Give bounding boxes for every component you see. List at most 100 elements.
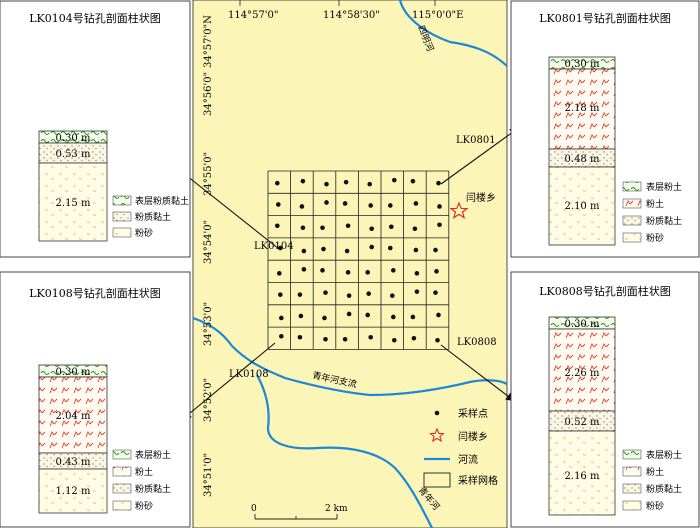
sample-point: [365, 312, 371, 318]
sample-point: [342, 336, 348, 342]
legend-label: 粉质黏土: [646, 483, 682, 495]
legend-label: 粉土: [646, 466, 664, 478]
legend-label: 粉质黏土: [646, 215, 682, 227]
arrow-lk0108: [182, 342, 276, 420]
legend-label: 表层粉土: [646, 181, 682, 193]
sample-point: [277, 271, 282, 276]
map-area: 闫楼乡 114°57'0" 114°58'30" 115°0'0"E 34°57…: [180, 0, 519, 528]
lat-label: 34°55'0": [203, 152, 214, 196]
sample-point: [413, 201, 419, 206]
sample-point: [276, 202, 281, 207]
legend-label: 粉土: [646, 198, 664, 210]
arrow-lk0801: [440, 127, 519, 185]
panel-title: LK0801号钻孔剖面柱状图: [539, 11, 671, 25]
borehole-label-lk0808: LK0808: [457, 337, 497, 348]
sample-point: [297, 292, 303, 297]
lon-label: 114°57'0": [228, 10, 279, 21]
legend-label: 表层粉土: [646, 449, 682, 461]
sample-point: [412, 226, 418, 232]
sample-point: [321, 246, 326, 252]
legend-label: 粉砂: [135, 227, 153, 239]
layer-thickness: 2.10 m: [565, 201, 600, 212]
town-label: 闫楼乡: [466, 191, 496, 204]
sample-point: [433, 247, 438, 253]
sample-point: [298, 313, 304, 319]
legend-label: 表层粉土: [135, 449, 171, 461]
sample-point: [366, 291, 372, 296]
dot-icon: [434, 410, 440, 416]
layer-thickness: 0.48 m: [565, 154, 600, 165]
sample-point: [301, 248, 307, 254]
sample-point: [346, 293, 352, 298]
qingnian-river: [256, 374, 433, 528]
grid-cell-icon: [423, 472, 451, 488]
sample-point: [299, 204, 305, 209]
lon-label: 115°0'0"E: [412, 10, 463, 21]
panel-title: LK0108号钻孔剖面柱状图: [29, 286, 161, 300]
sample-point: [389, 224, 394, 230]
layer-thickness: 0.30 m: [56, 367, 91, 378]
sample-point: [345, 270, 351, 275]
sample-point: [346, 311, 352, 317]
legend-label: 粉质黏土: [135, 483, 171, 495]
sample-point: [436, 180, 441, 186]
layer-thickness: 0.30 m: [565, 319, 600, 330]
scale-start-label: 0: [251, 504, 257, 514]
sample-point: [345, 223, 351, 229]
sample-point: [278, 245, 283, 251]
sample-point: [279, 315, 284, 321]
layer-thickness: 2.26 m: [565, 368, 600, 379]
sample-point: [410, 178, 416, 184]
sample-point: [323, 290, 328, 295]
sample-point: [367, 181, 373, 187]
sample-point: [324, 200, 329, 205]
layer-thickness: 0.30 m: [565, 59, 600, 70]
scale-bar: 0 2 km: [251, 504, 348, 520]
sample-point: [388, 203, 393, 208]
legend-label: 粉砂: [646, 500, 664, 512]
sample-point: [413, 247, 419, 253]
sample-point: [297, 334, 303, 340]
borehole-label-lk0108: LK0108: [229, 369, 269, 380]
layer-thickness: 2.15 m: [56, 198, 91, 209]
lat-label: 34°57'0"N: [203, 15, 214, 68]
sample-point: [275, 223, 280, 229]
panel-lk0801: LK0801号钻孔剖面柱状图 0.30 m 2.18 m 0.48 m 2.10…: [510, 0, 700, 258]
map-legend: 采样点 闫楼乡 河流 采样网格: [423, 407, 498, 488]
layer-thickness: 0.43 m: [56, 457, 91, 468]
callout-arrows: [180, 127, 519, 420]
legend-label: 表层粉质黏土: [135, 195, 189, 207]
lat-label: 34°56'0": [203, 72, 214, 116]
panel-lk0108: LK0108号钻孔剖面柱状图 0.30 m 2.04 m 0.43 m 1.12…: [0, 271, 191, 528]
sample-point: [324, 181, 329, 187]
sample-point: [320, 268, 325, 273]
panel-title: LK0808号钻孔剖面柱状图: [539, 284, 671, 298]
panel-lk0104: LK0104号钻孔剖面柱状图 0.30 m 0.53 m 2.15 m 表层粉质…: [0, 0, 191, 258]
sample-point: [343, 179, 349, 185]
sample-point: [323, 336, 328, 342]
legend-label: 粉质黏土: [135, 211, 171, 223]
legend-label: 粉砂: [135, 500, 153, 512]
sample-point: [391, 314, 396, 320]
sampling-grid: [267, 170, 450, 350]
arrow-lk0808: [440, 344, 515, 402]
legend-label: 粉土: [135, 466, 153, 478]
borehole-label-lk0104: LK0104: [254, 241, 294, 252]
sample-point: [342, 201, 348, 206]
sample-point: [320, 225, 325, 231]
legend-label: 采样点: [458, 407, 488, 420]
legend-label: 闫楼乡: [458, 430, 488, 443]
panel-lk0808: LK0808号钻孔剖面柱状图 0.30 m 2.26 m 0.52 m 2.16…: [510, 271, 700, 528]
panel-title: LK0104号钻孔剖面柱状图: [29, 11, 161, 25]
map-background: [192, 0, 508, 528]
borehole-label-lk0801: LK0801: [456, 135, 496, 146]
sample-point: [392, 177, 397, 183]
layer-thickness: 0.30 m: [56, 133, 91, 144]
star-icon: [429, 427, 445, 443]
legend-label: 粉砂: [646, 232, 664, 244]
sample-point: [392, 337, 397, 343]
sample-point: [344, 248, 350, 254]
layer-thickness: 1.12 m: [56, 486, 91, 497]
sample-point: [414, 271, 420, 276]
